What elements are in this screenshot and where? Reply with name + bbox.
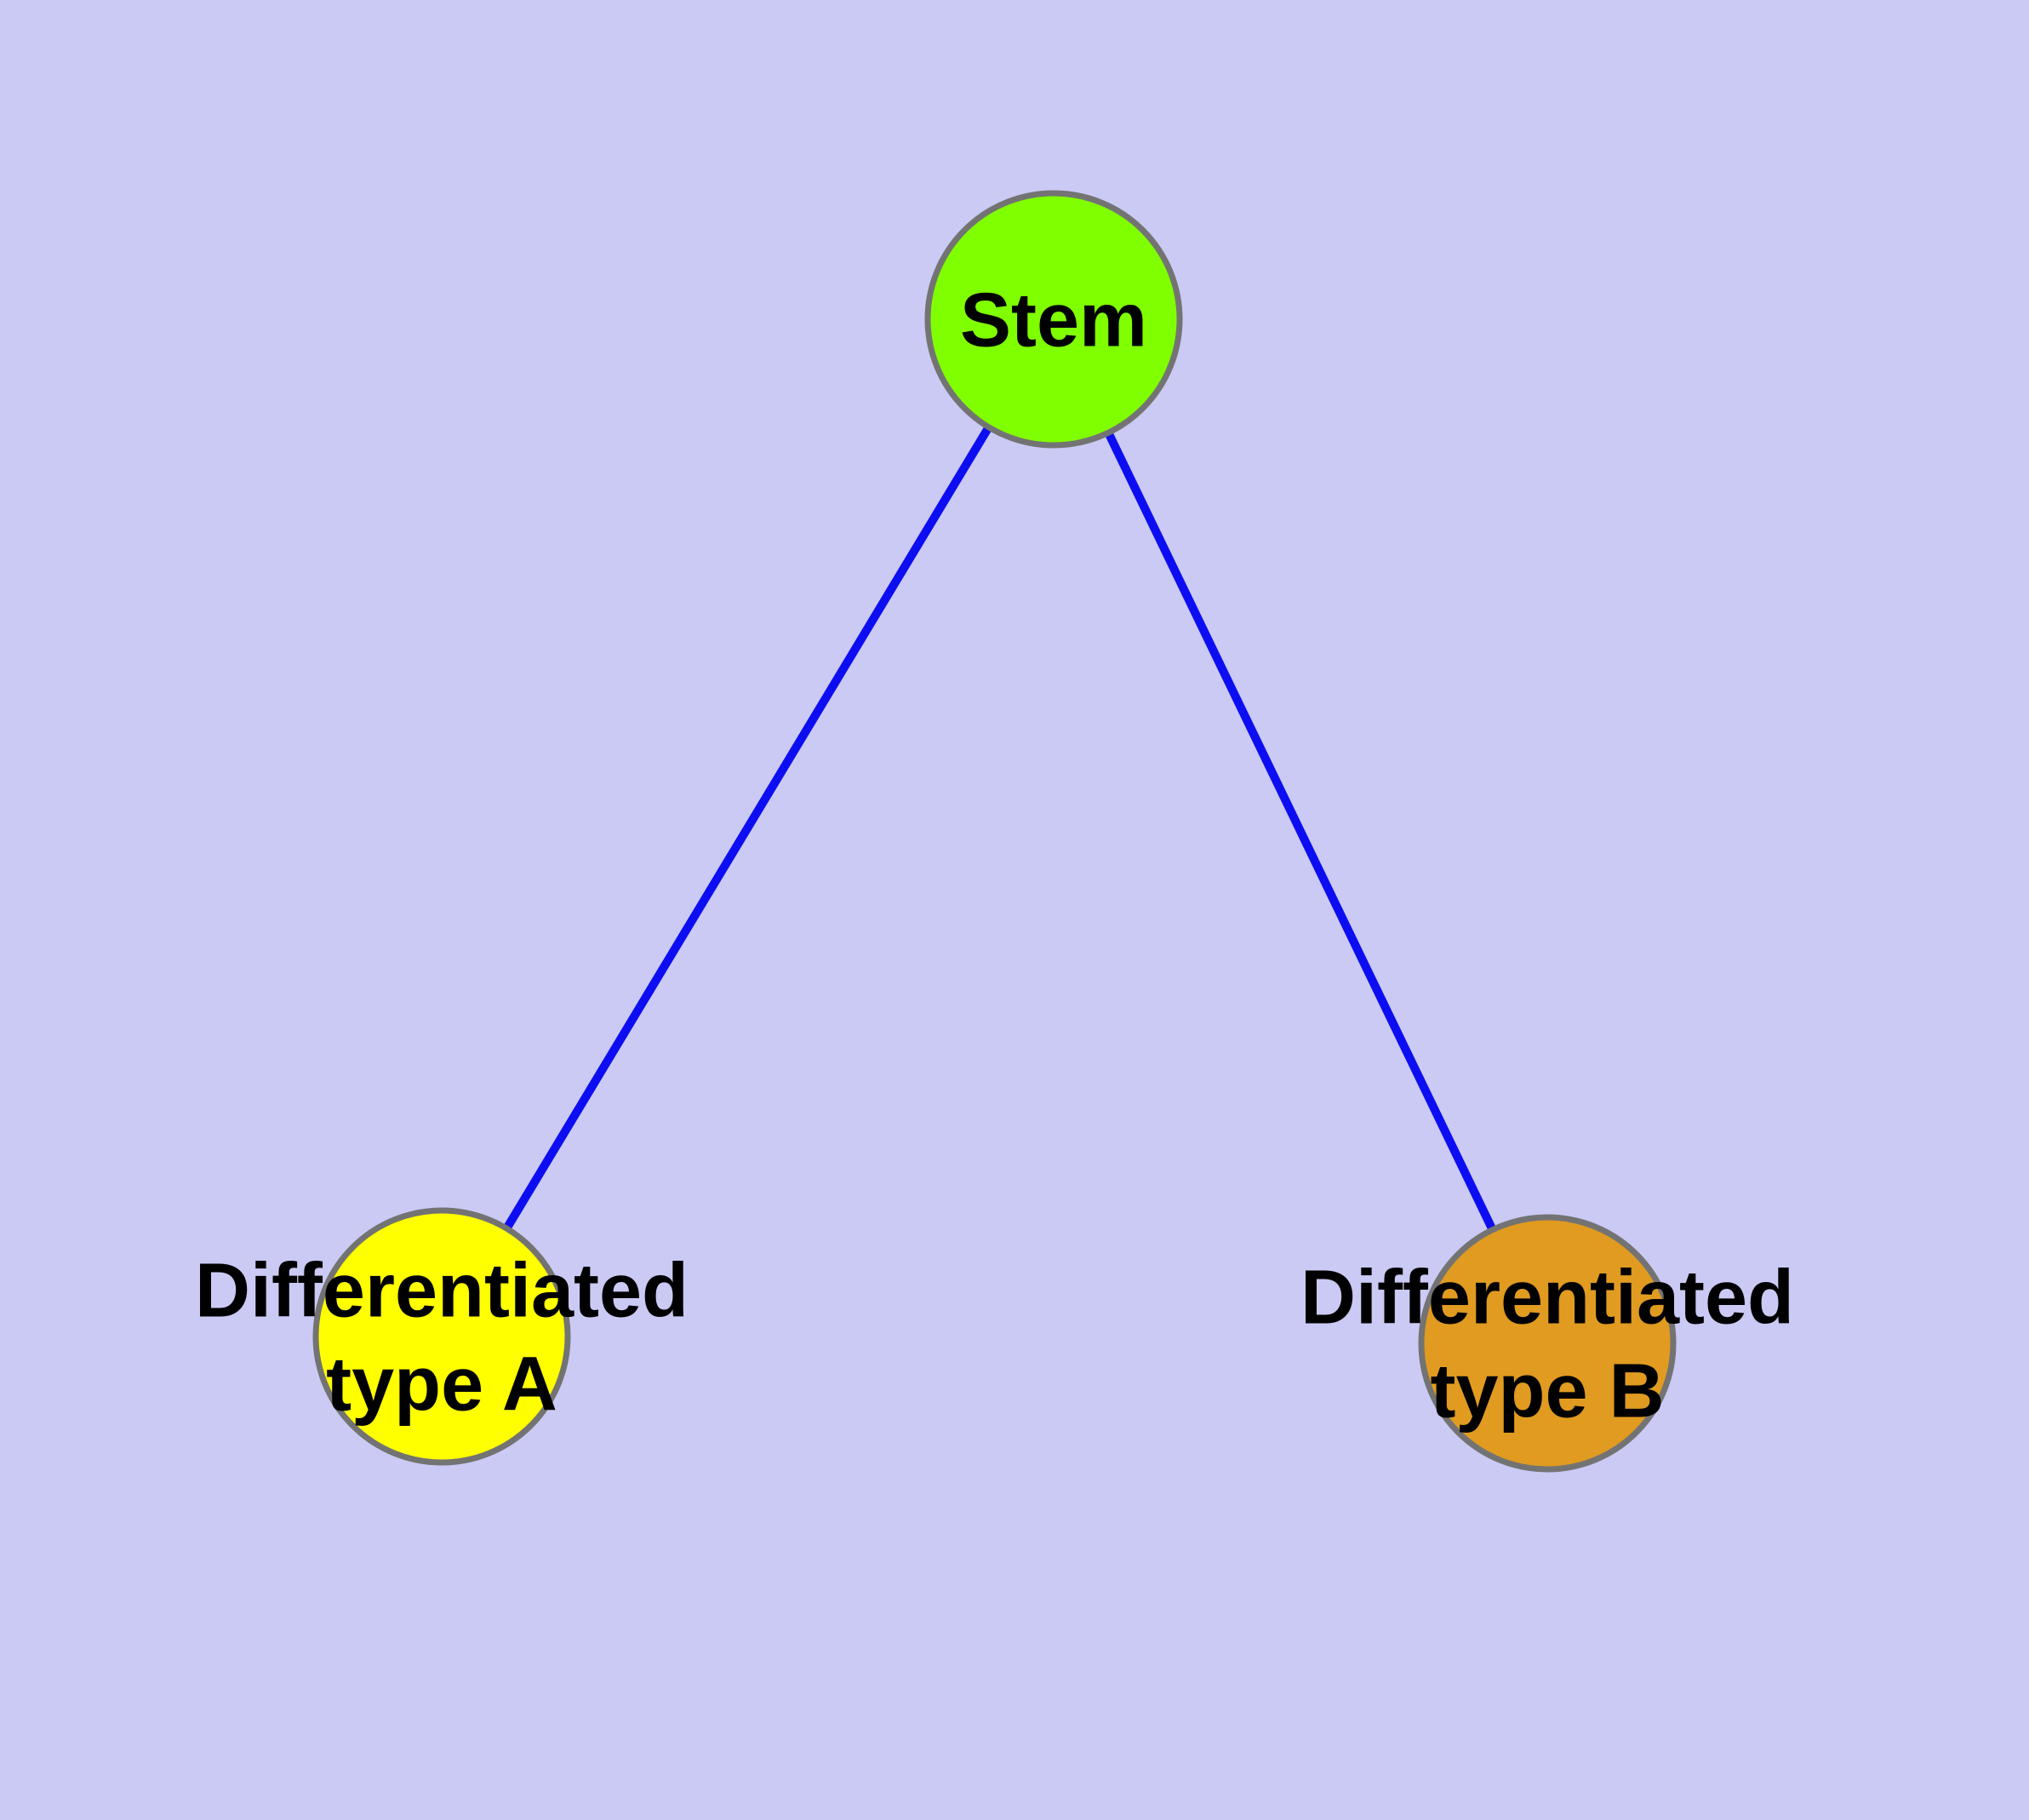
- edge-stem-to-differentiated-type-b: [1049, 317, 1552, 1346]
- node-differentiated-type-b: [1418, 1214, 1677, 1473]
- node-stem: [924, 190, 1183, 449]
- edge-stem-to-differentiated-type-a: [437, 317, 1058, 1339]
- node-differentiated-type-a: [312, 1207, 571, 1466]
- node-label-stem: Stem: [960, 278, 1147, 363]
